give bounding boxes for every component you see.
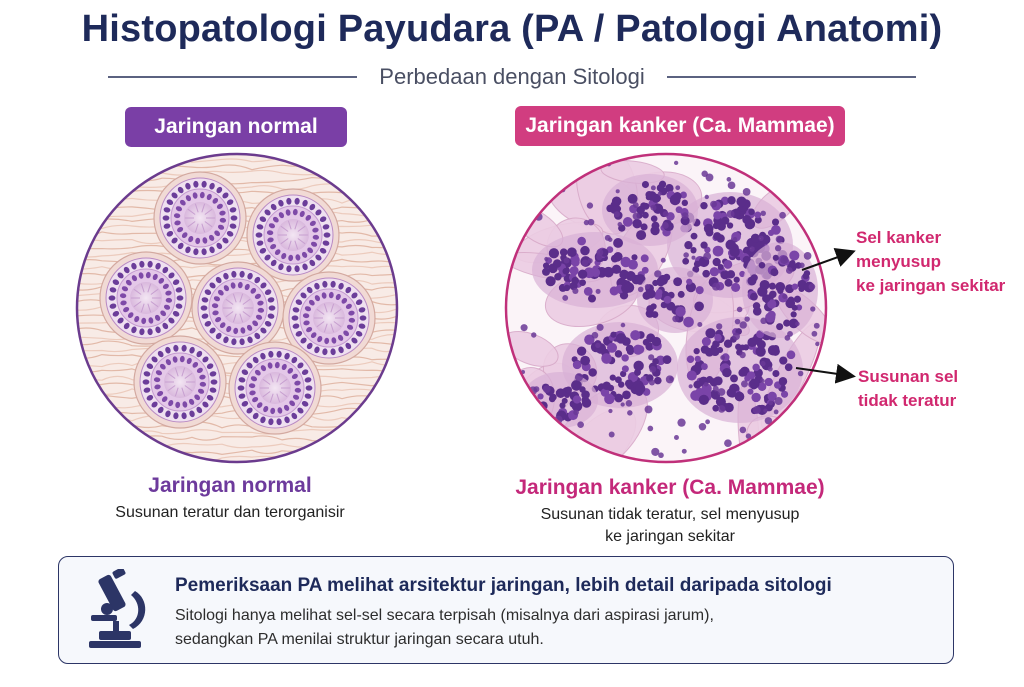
gland-duct: [246, 188, 340, 282]
info-body: Sitologi hanya melihat sel-sel secara te…: [175, 604, 714, 652]
arrow-infiltration: [801, 248, 856, 271]
annotation-infiltration-line2: ke jaringan sekitar: [856, 276, 1006, 295]
annotation-infiltration: Sel kanker menyusup ke jaringan sekitar: [856, 226, 1024, 298]
normal-tissue-header: Jaringan normal: [125, 107, 347, 147]
gland-duct: [282, 271, 376, 365]
info-heading: Pemeriksaan PA melihat arsitektur jaring…: [175, 575, 832, 596]
annotation-disorder-line1: Susunan sel: [858, 367, 959, 386]
cancer-tissue-header: Jaringan kanker (Ca. Mammae): [515, 106, 845, 146]
cancer-caption-desc-line1: Susunan tidak teratur, sel menyusup: [540, 506, 800, 523]
subtitle: Perbedaan dengan Sitologi: [379, 64, 645, 89]
subtitle-divider-left: [108, 76, 358, 78]
page-title: Histopatologi Payudara (PA / Patologi An…: [81, 8, 943, 50]
normal-caption-title: Jaringan normal: [148, 474, 312, 497]
subtitle-row: Perbedaan dengan Sitologi: [108, 62, 917, 92]
cancer-caption-desc-line2: ke jaringan sekitar: [605, 528, 735, 545]
normal-caption-desc: Susunan teratur dan terorganisir: [115, 504, 345, 521]
cancer-caption-desc: Susunan tidak teratur, sel menyusup ke j…: [500, 504, 840, 548]
gland-duct: [191, 261, 285, 355]
annotation-infiltration-line1: Sel kanker menyusup: [856, 228, 942, 271]
glandular-ducts: [99, 171, 376, 435]
annotation-disorder: Susunan sel tidak teratur: [858, 365, 958, 413]
cancer-tissue-illustration: [504, 152, 828, 464]
cancer-caption-title: Jaringan kanker (Ca. Mammae): [515, 476, 825, 499]
normal-tissue-illustration: [75, 152, 399, 464]
info-body-line1: Sitologi hanya melihat sel-sel secara te…: [175, 607, 714, 624]
gland-duct: [133, 335, 227, 429]
microscope-icon: [89, 569, 146, 648]
gland-duct: [99, 251, 193, 345]
gland-duct: [153, 171, 247, 265]
gland-duct: [228, 341, 322, 435]
subtitle-divider-right: [666, 76, 917, 78]
info-body-line2: sedangkan PA menilai struktur jaringan s…: [175, 631, 544, 648]
info-box: Pemeriksaan PA melihat arsitektur jaring…: [58, 556, 954, 664]
annotation-arrows: [795, 248, 856, 384]
annotation-disorder-line2: tidak teratur: [858, 391, 957, 410]
arrow-disorder: [795, 363, 856, 384]
